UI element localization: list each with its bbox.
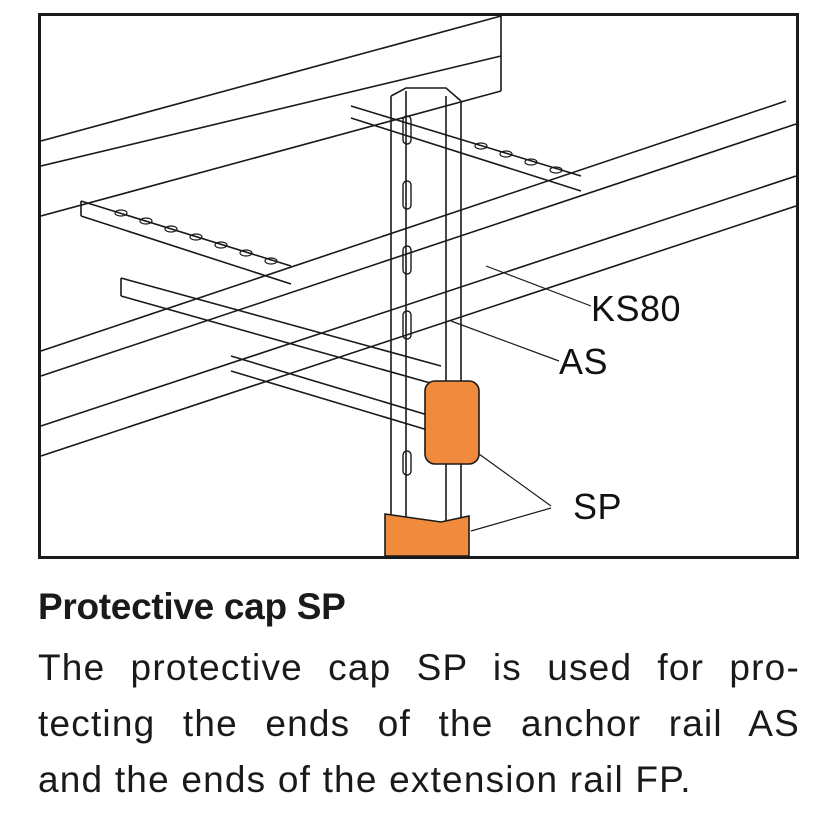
rail-drawing — [41, 16, 796, 556]
section-title: Protective cap SP — [38, 586, 346, 627]
description-line: The protective cap SP is used for pro- — [38, 647, 800, 688]
label-ks80: KS80 — [591, 288, 682, 329]
description: The protective cap SP is used for pro- t… — [38, 640, 800, 808]
description-line: tecting the ends of the anchor rail AS — [38, 703, 800, 744]
description-line: and the ends of the extension rail FP. — [38, 759, 692, 800]
label-as: AS — [559, 341, 609, 382]
label-sp: SP — [573, 486, 623, 527]
protective-cap-upper — [424, 380, 480, 465]
product-illustration: KS80 AS SP — [38, 13, 799, 559]
protective-cap-lower — [384, 513, 470, 556]
